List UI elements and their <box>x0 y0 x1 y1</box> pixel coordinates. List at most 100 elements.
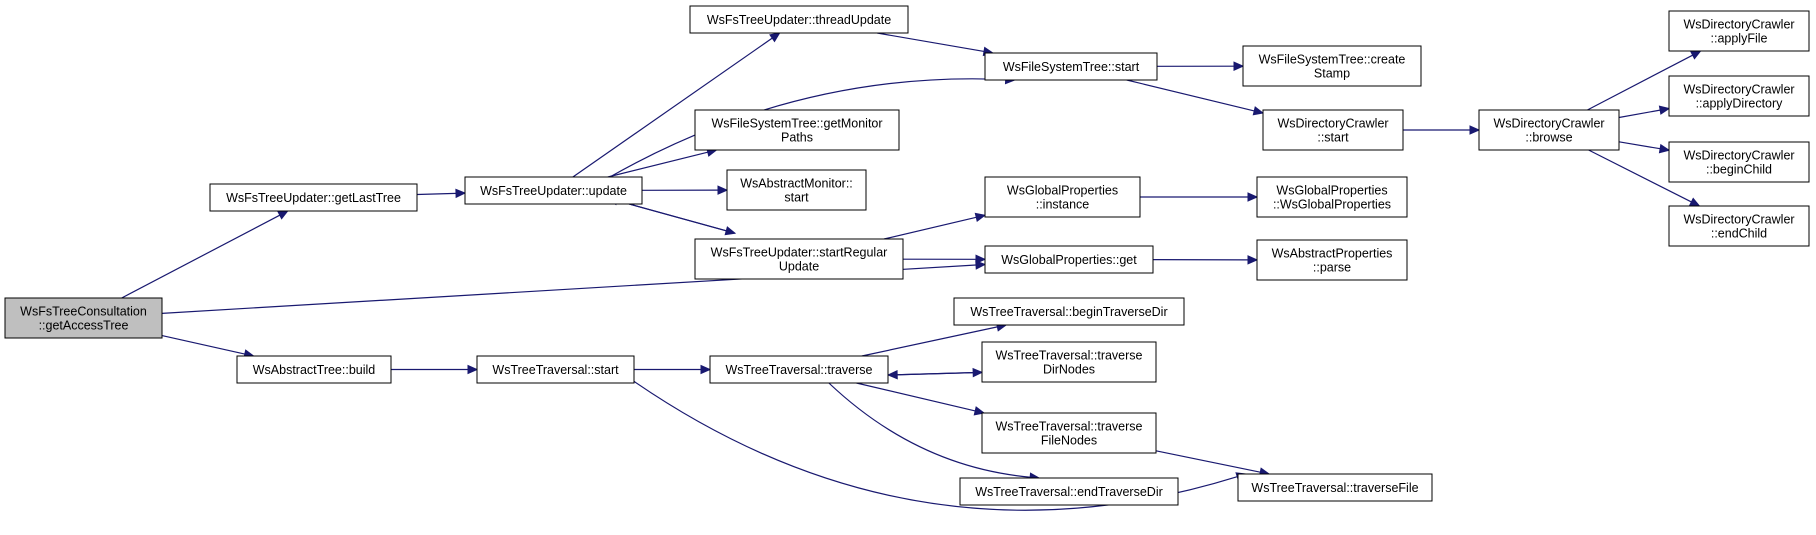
arrowhead-gp-get-to-parse <box>1247 255 1259 265</box>
node-get-last-tree[interactable]: WsFsTreeUpdater::getLastTree <box>209 183 418 212</box>
node-browse[interactable]: WsDirectoryCrawler::browse <box>1478 109 1620 151</box>
edge-traverse-to-begin-traverse-dir <box>861 326 998 357</box>
node-end-traverse-dir[interactable]: WsTreeTraversal::endTraverseDir <box>959 477 1179 506</box>
node-box[interactable] <box>209 183 418 212</box>
node-label: WsTreeTraversal::traverseFile <box>1251 481 1418 495</box>
node-box[interactable] <box>984 52 1158 81</box>
node-label: ::start <box>1317 131 1349 145</box>
node-box[interactable] <box>984 176 1141 218</box>
node-label: WsTreeTraversal::traverse <box>995 349 1142 363</box>
node-box[interactable] <box>709 355 889 384</box>
node-traverse[interactable]: WsTreeTraversal::traverse <box>709 355 889 384</box>
arrowhead-root-to-gp-get <box>975 260 987 270</box>
arrowhead-traversal-start-to-traverse <box>700 364 712 375</box>
node-apply-directory[interactable]: WsDirectoryCrawler::applyDirectory <box>1668 75 1810 117</box>
node-monitor-start[interactable]: WsAbstractMonitor::start <box>726 169 867 211</box>
node-crawler-start[interactable]: WsDirectoryCrawler::start <box>1262 109 1404 151</box>
node-label: WsFsTreeUpdater::threadUpdate <box>707 13 891 27</box>
arrowhead-crawler-start-to-browse <box>1469 125 1481 135</box>
node-label: WsGlobalProperties::get <box>1001 253 1137 267</box>
node-label: WsDirectoryCrawler <box>1277 117 1388 131</box>
node-box[interactable] <box>984 245 1154 274</box>
node-box[interactable] <box>689 5 909 34</box>
node-box[interactable] <box>1668 141 1810 183</box>
node-box[interactable] <box>464 176 643 205</box>
node-apply-file[interactable]: WsDirectoryCrawler::applyFile <box>1668 10 1810 52</box>
node-box[interactable] <box>1668 205 1810 247</box>
node-label: FileNodes <box>1041 434 1097 448</box>
arrowhead-gp-instance-to-gp-ctor <box>1247 192 1259 202</box>
node-label: ::beginChild <box>1706 163 1772 177</box>
node-label: DirNodes <box>1043 363 1095 377</box>
node-box[interactable] <box>1668 75 1810 117</box>
node-box[interactable] <box>694 238 904 280</box>
node-box[interactable] <box>1256 176 1408 218</box>
node-label: Update <box>779 260 819 274</box>
edge-root-to-abstract-tree-build <box>161 334 245 355</box>
node-box[interactable] <box>1262 109 1404 151</box>
node-box[interactable] <box>1668 10 1810 52</box>
node-box[interactable] <box>981 341 1157 383</box>
arrowhead-fs-tree-start-to-crawler-start <box>1252 106 1265 116</box>
node-gp-ctor[interactable]: WsGlobalProperties::WsGlobalProperties <box>1256 176 1408 218</box>
edge-get-last-tree-to-update <box>416 192 457 196</box>
node-box[interactable] <box>1478 109 1620 151</box>
node-label: WsFsTreeUpdater::getLastTree <box>226 191 401 205</box>
node-box[interactable] <box>959 477 1179 506</box>
node-label: WsAbstractTree::build <box>253 363 376 377</box>
edge-update-to-thread-update <box>572 37 773 178</box>
arrowhead-update-to-thread-update <box>769 32 781 43</box>
node-box[interactable] <box>1256 239 1408 281</box>
node-box[interactable] <box>476 355 635 384</box>
node-box[interactable] <box>726 169 867 211</box>
node-box[interactable] <box>953 297 1185 326</box>
node-label: Stamp <box>1314 67 1350 81</box>
node-gp-get[interactable]: WsGlobalProperties::get <box>984 245 1154 274</box>
node-parse[interactable]: WsAbstractProperties::parse <box>1256 239 1408 281</box>
arrowhead-get-last-tree-to-update <box>455 188 467 199</box>
node-label: WsTreeTraversal::start <box>492 363 619 377</box>
node-end-child[interactable]: WsDirectoryCrawler::endChild <box>1668 205 1810 247</box>
node-begin-traverse-dir[interactable]: WsTreeTraversal::beginTraverseDir <box>953 297 1185 326</box>
function-nodes: WsFsTreeConsultation::getAccessTree WsFsT… <box>4 5 1810 506</box>
node-box[interactable] <box>694 109 900 151</box>
node-box[interactable] <box>981 412 1157 454</box>
node-begin-child[interactable]: WsDirectoryCrawler::beginChild <box>1668 141 1810 183</box>
edge-browse-to-apply-file <box>1587 54 1693 111</box>
node-gp-instance[interactable]: WsGlobalProperties::instance <box>984 176 1141 218</box>
node-fs-tree-start[interactable]: WsFileSystemTree::start <box>984 52 1158 81</box>
node-box[interactable] <box>1237 473 1433 502</box>
edge-fs-tree-start-to-crawler-start <box>1126 79 1255 112</box>
edge-traverse-to-traverse-file-nodes <box>856 382 976 412</box>
node-traverse-file[interactable]: WsTreeTraversal::traverseFile <box>1237 473 1433 502</box>
node-root[interactable]: WsFsTreeConsultation::getAccessTree <box>4 297 163 339</box>
node-label: WsDirectoryCrawler <box>1683 149 1794 163</box>
node-thread-update[interactable]: WsFsTreeUpdater::threadUpdate <box>689 5 909 34</box>
node-box[interactable] <box>236 355 392 384</box>
node-label: WsTreeTraversal::traverse <box>995 420 1142 434</box>
edge-update-to-fs-tree-start <box>609 78 1006 178</box>
arrowhead-browse-to-begin-child <box>1658 143 1671 154</box>
node-update[interactable]: WsFsTreeUpdater::update <box>464 176 643 205</box>
arrowhead-traverse-dir-nodes-to-traverse <box>886 369 898 380</box>
node-label: WsDirectoryCrawler <box>1683 213 1794 227</box>
node-label: WsGlobalProperties <box>1276 184 1387 198</box>
arrowhead-browse-to-apply-directory <box>1658 105 1671 115</box>
node-label: ::WsGlobalProperties <box>1273 198 1391 212</box>
node-label: ::instance <box>1036 198 1090 212</box>
node-label: WsDirectoryCrawler <box>1493 117 1604 131</box>
node-label: WsTreeTraversal::traverse <box>725 363 872 377</box>
node-traversal-start[interactable]: WsTreeTraversal::start <box>476 355 635 384</box>
node-abstract-tree-build[interactable]: WsAbstractTree::build <box>236 355 392 384</box>
node-box[interactable] <box>1242 45 1422 87</box>
node-label: WsGlobalProperties <box>1007 184 1118 198</box>
node-label: WsFsTreeUpdater::update <box>480 184 627 198</box>
node-label: WsFileSystemTree::getMonitor <box>711 117 882 131</box>
node-box[interactable] <box>4 297 163 339</box>
